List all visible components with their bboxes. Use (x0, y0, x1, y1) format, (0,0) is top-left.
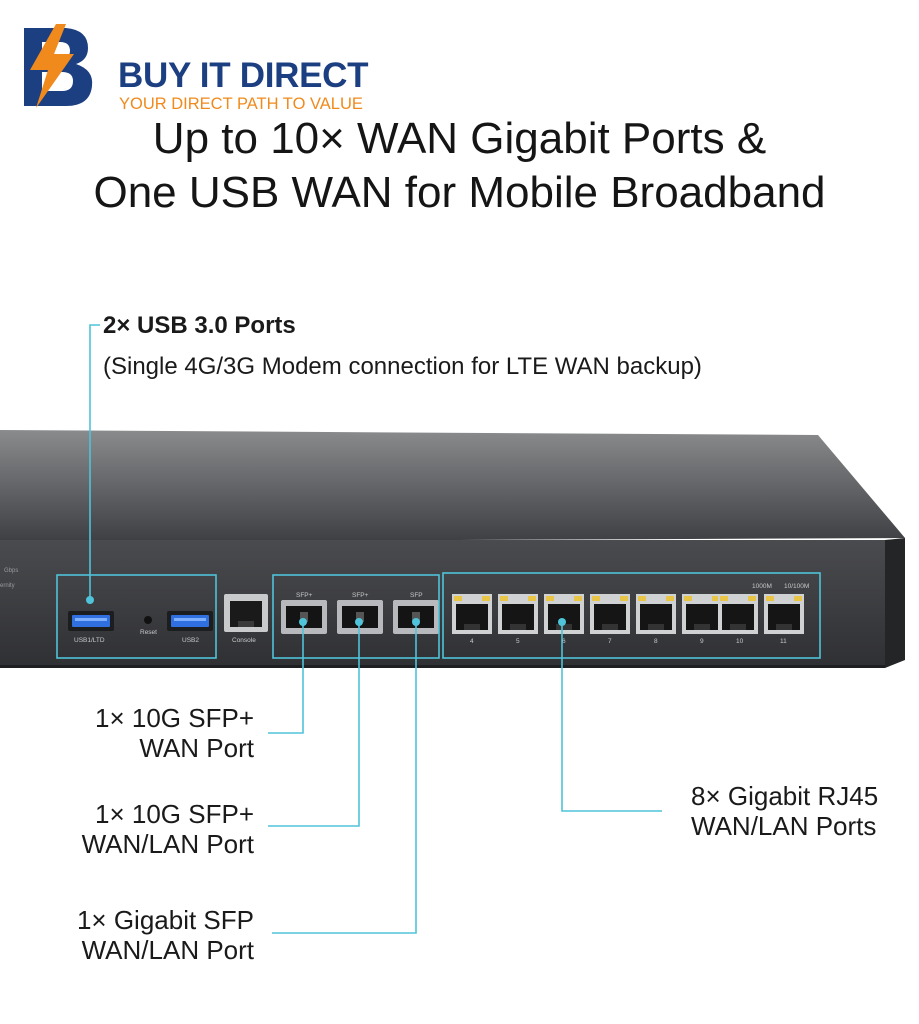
rj45-port-group (452, 594, 804, 634)
sfp1-callout-line-2: WAN Port (139, 733, 254, 763)
speed-label-1: 1000M (752, 583, 772, 590)
rj45-port (452, 594, 492, 634)
brand-tagline: YOUR DIRECT PATH TO VALUE (119, 95, 363, 113)
sfp2-callout-line-2: WAN/LAN Port (81, 829, 254, 859)
rj45-port (718, 594, 758, 634)
rj45-port (682, 594, 722, 634)
usb-callout-title: 2× USB 3.0 Ports (103, 312, 296, 339)
sfp-highlight-box (272, 574, 440, 659)
speed-label-2: 10/100M (784, 583, 809, 590)
svg-text:Gbps: Gbps (4, 568, 18, 574)
sfp-cage-2 (337, 600, 383, 634)
rj45-callout-line-2: WAN/LAN Ports (691, 811, 877, 841)
sfp-cage-1 (281, 600, 327, 634)
rj45-port (544, 594, 584, 634)
sfp-cage-3 (393, 600, 439, 634)
port-number: 4 (470, 638, 474, 645)
sfp-label-2: SFP+ (352, 592, 369, 599)
sfp-label-3: SFP (410, 592, 423, 599)
usb-leader-line (89, 324, 100, 600)
port-number: 5 (516, 638, 520, 645)
port-number: 6 (562, 638, 566, 645)
sfp2-callout-line-1: 1× 10G SFP+ (95, 799, 254, 829)
rj45-callout: 8× Gigabit RJ45 WAN/LAN Ports (691, 781, 878, 841)
sfp3-callout-line-1: 1× Gigabit SFP (76, 905, 254, 935)
console-label: Console (232, 637, 256, 644)
usb-port-2 (167, 611, 213, 631)
reset-pinhole (144, 616, 152, 624)
port-number: 8 (654, 638, 658, 645)
reset-label: Reset (140, 629, 157, 636)
sfp1-leader-line (268, 622, 304, 734)
port-number: 7 (608, 638, 612, 645)
sfp3-callout-line-2: WAN/LAN Port (81, 935, 254, 965)
sfp1-callout: 1× 10G SFP+ WAN Port (95, 703, 254, 763)
rj45-callout-line-1: 8× Gigabit RJ45 (691, 781, 879, 811)
usb2-label: USB2 (182, 637, 199, 644)
rj45-port (590, 594, 630, 634)
sfp3-callout: 1× Gigabit SFP WAN/LAN Port (77, 905, 254, 965)
usb-port-1 (68, 611, 114, 631)
svg-text:ernity: ernity (0, 583, 15, 589)
usb-callout-subtitle: (Single 4G/3G Modem connection for LTE W… (103, 353, 702, 380)
console-port (224, 594, 268, 632)
sfp-label-1: SFP+ (296, 592, 313, 599)
rj45-leader-line (561, 622, 662, 812)
rj45-port (764, 594, 804, 634)
headline: Up to 10× WAN Gigabit Ports & One USB WA… (0, 112, 919, 220)
sfp1-callout-line-1: 1× 10G SFP+ (95, 703, 254, 733)
brand-logo: BUY IT DIRECT YOUR DIRECT PATH TO VALUE (16, 24, 369, 112)
headline-line-2: One USB WAN for Mobile Broadband (93, 168, 826, 217)
headline-line-1: Up to 10× WAN Gigabit Ports & (152, 114, 767, 163)
port-number: 10 (736, 638, 744, 645)
chassis-side (885, 538, 905, 668)
chassis-top (0, 430, 905, 542)
rj45-highlight-box (442, 572, 821, 659)
lightning-b-logo-icon (24, 24, 93, 108)
sfp2-leader-line (268, 622, 360, 827)
rj45-port (498, 594, 538, 634)
port-number: 9 (700, 638, 704, 645)
usb-highlight-box (56, 574, 217, 659)
sfp3-leader-line (272, 622, 417, 934)
rj45-port (636, 594, 676, 634)
usb1-label: USB1/LTD (74, 637, 105, 644)
sfp2-callout: 1× 10G SFP+ WAN/LAN Port (82, 799, 254, 859)
brand-name: BUY IT DIRECT (118, 56, 369, 95)
port-number: 11 (780, 638, 787, 645)
